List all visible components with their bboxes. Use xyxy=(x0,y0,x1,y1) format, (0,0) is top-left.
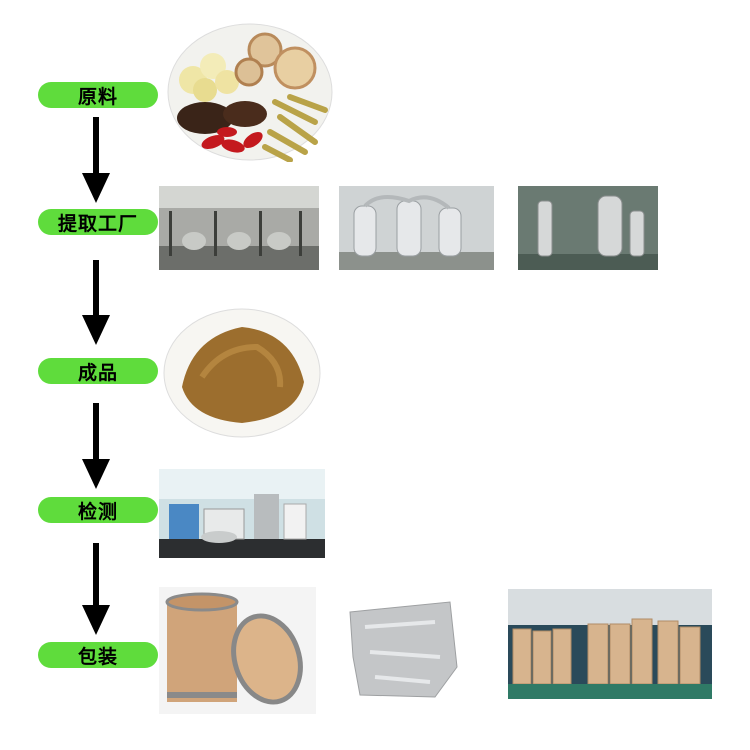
evaporator-tanks-photo xyxy=(339,186,494,270)
sliced-root-pieces xyxy=(234,32,317,90)
step-label-extraction-factory: 提取工厂 xyxy=(38,209,158,235)
chrysanthemum-cluster xyxy=(179,53,239,102)
fiber-drum-photo xyxy=(159,587,316,714)
honeysuckle-buds xyxy=(262,94,328,162)
red-goji-berries xyxy=(201,127,263,153)
step-label-testing: 检测 xyxy=(38,497,158,523)
steel-column-photo xyxy=(518,186,658,270)
dark-seeds xyxy=(177,101,267,134)
down-arrow-2 xyxy=(82,260,110,345)
extraction-hall-photo xyxy=(159,186,319,270)
lab-equipment-photo xyxy=(159,469,325,558)
down-arrow-3 xyxy=(82,403,110,489)
warehouse-drums-photo xyxy=(508,589,712,699)
down-arrow-4 xyxy=(82,543,110,635)
step-label-raw-material: 原料 xyxy=(38,82,158,108)
step-label-finished-product: 成品 xyxy=(38,358,158,384)
step-label-packaging: 包装 xyxy=(38,642,158,668)
down-arrow-1 xyxy=(82,117,110,203)
brown-powder-photo xyxy=(163,308,321,438)
foil-bag-photo xyxy=(345,597,460,703)
raw-materials-photo xyxy=(167,23,333,162)
